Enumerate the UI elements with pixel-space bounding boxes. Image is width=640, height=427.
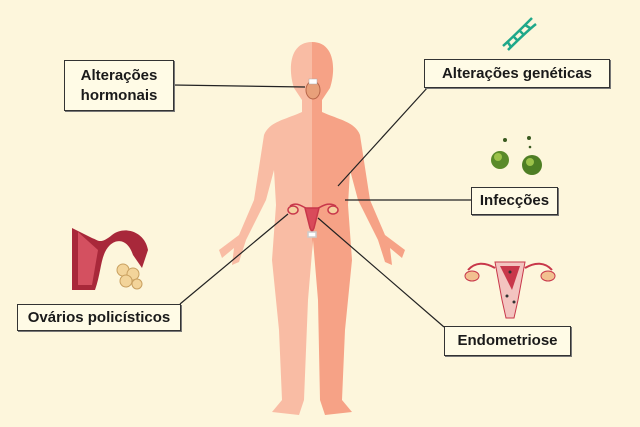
label-text: Alterações genéticas bbox=[441, 64, 593, 82]
label-text: Ovários policísticos bbox=[27, 308, 171, 326]
label-genetic-changes: Alterações genéticas bbox=[424, 59, 610, 88]
reproductive-organs-icon bbox=[287, 203, 339, 238]
label-polycystic-ovaries: Ovários policísticos bbox=[17, 304, 181, 331]
bacteria-icon bbox=[491, 136, 542, 175]
label-hormonal-changes: Alterações hormonais bbox=[64, 60, 174, 111]
label-text: Infecções bbox=[479, 192, 550, 210]
connector-lines bbox=[172, 84, 471, 328]
label-infections: Infecções bbox=[471, 187, 558, 215]
dna-icon bbox=[502, 17, 537, 51]
label-text: Endometriose bbox=[457, 332, 558, 350]
polycystic-ovary-icon bbox=[72, 228, 148, 290]
uterus-endometriosis-icon bbox=[464, 261, 556, 319]
label-text: Alterações bbox=[80, 67, 158, 84]
label-endometriosis: Endometriose bbox=[444, 326, 571, 356]
thyroid-icon bbox=[305, 78, 321, 100]
label-text: hormonais bbox=[80, 86, 158, 104]
